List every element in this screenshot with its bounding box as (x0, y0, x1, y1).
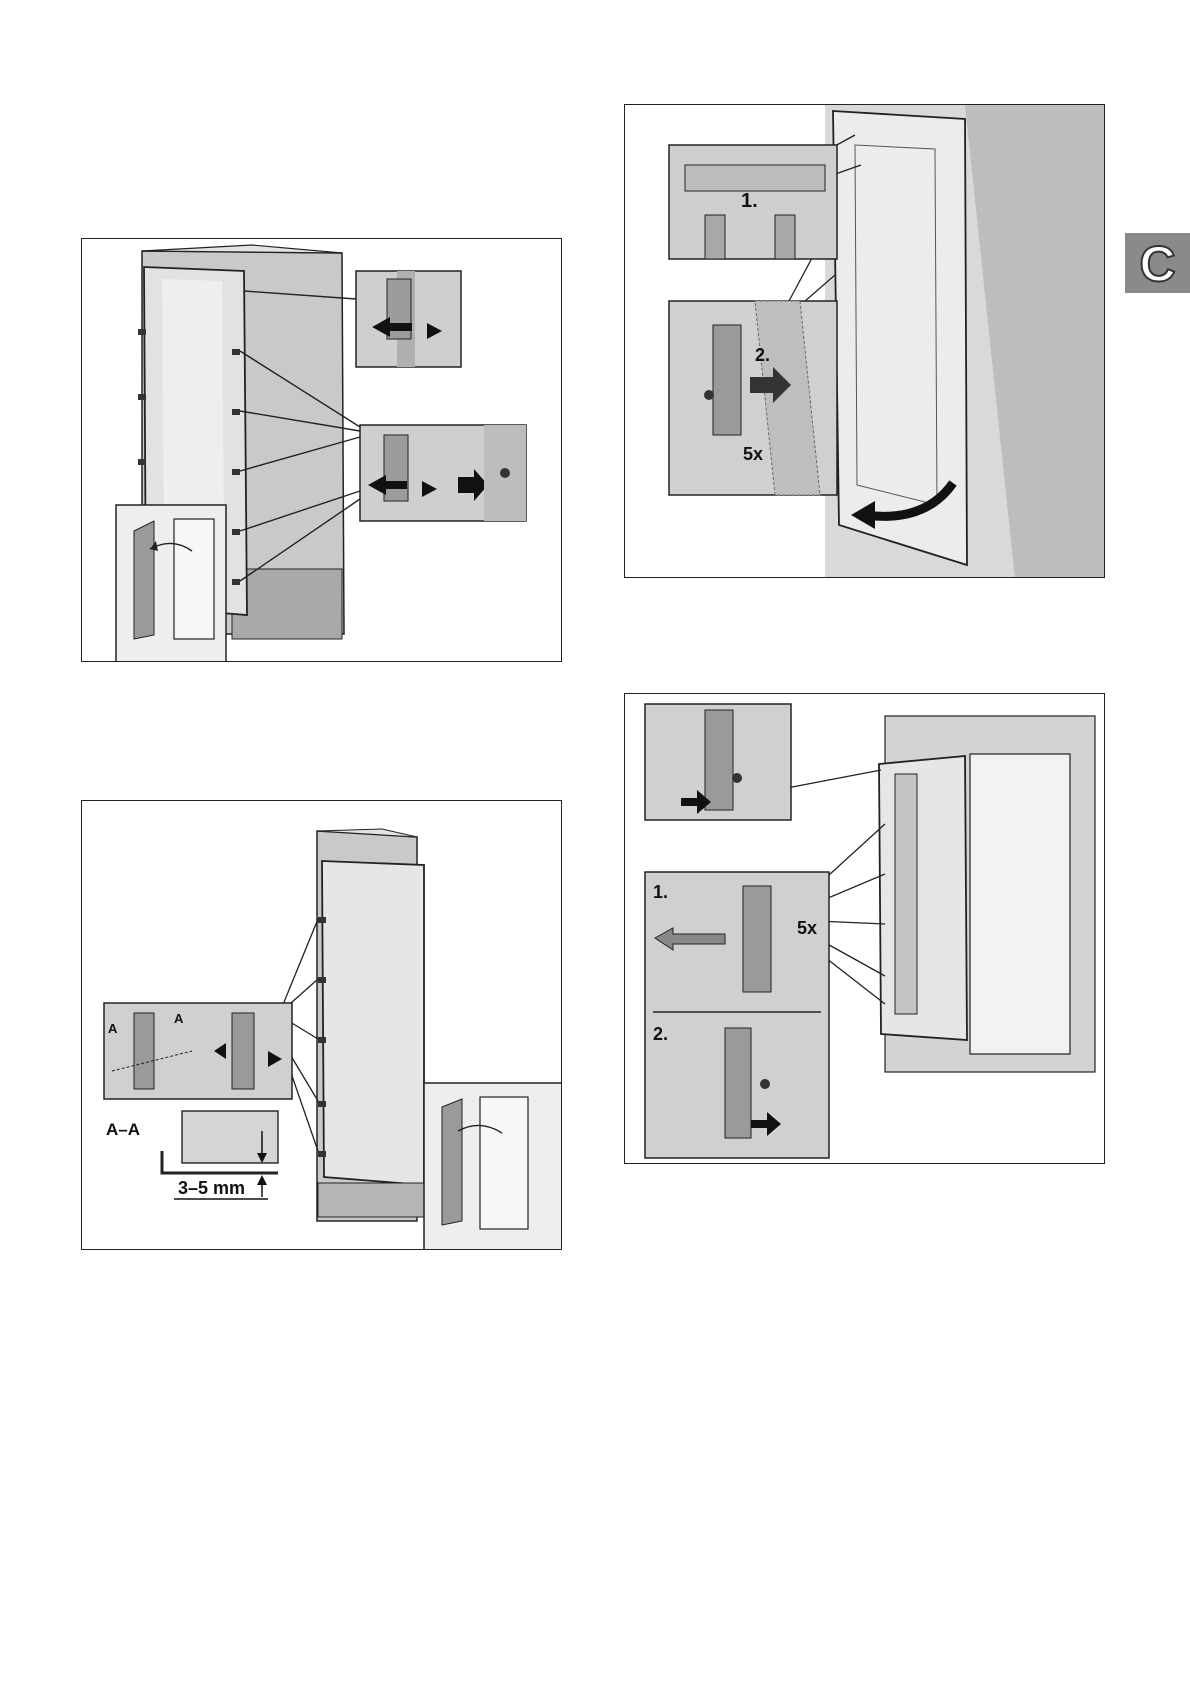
fig4-count-label: 5x (797, 918, 817, 938)
fig4-step2-label: 2. (653, 1024, 668, 1044)
fig2-step1-label: 1. (741, 190, 758, 212)
fig1-illustration (82, 239, 562, 662)
section-tab-letter: C (1125, 233, 1190, 293)
fig4-illustration: 1. 5x 2. (625, 694, 1105, 1164)
figure-remove-door-hinges (81, 238, 562, 662)
fig3-label-a-left: A (108, 1021, 118, 1036)
figure-unhook-door: 1. 2. 5x (624, 104, 1105, 578)
section-tab: C (1125, 233, 1190, 293)
fig3-section-label: A–A (106, 1120, 140, 1139)
fig3-label-a-right: A (174, 1011, 184, 1026)
fig3-illustration: A A A–A 3–5 mm (82, 801, 562, 1250)
figure-rehang-door: 1. 5x 2. (624, 693, 1105, 1164)
fig4-step1-label: 1. (653, 882, 668, 902)
fig3-gap-label: 3–5 mm (178, 1178, 245, 1198)
figure-adjust-door-gap: A A A–A 3–5 mm (81, 800, 562, 1250)
fig2-count-label: 5x (743, 444, 763, 464)
fig2-illustration: 1. 2. 5x (625, 105, 1105, 578)
fig2-step2-label: 2. (755, 345, 770, 365)
